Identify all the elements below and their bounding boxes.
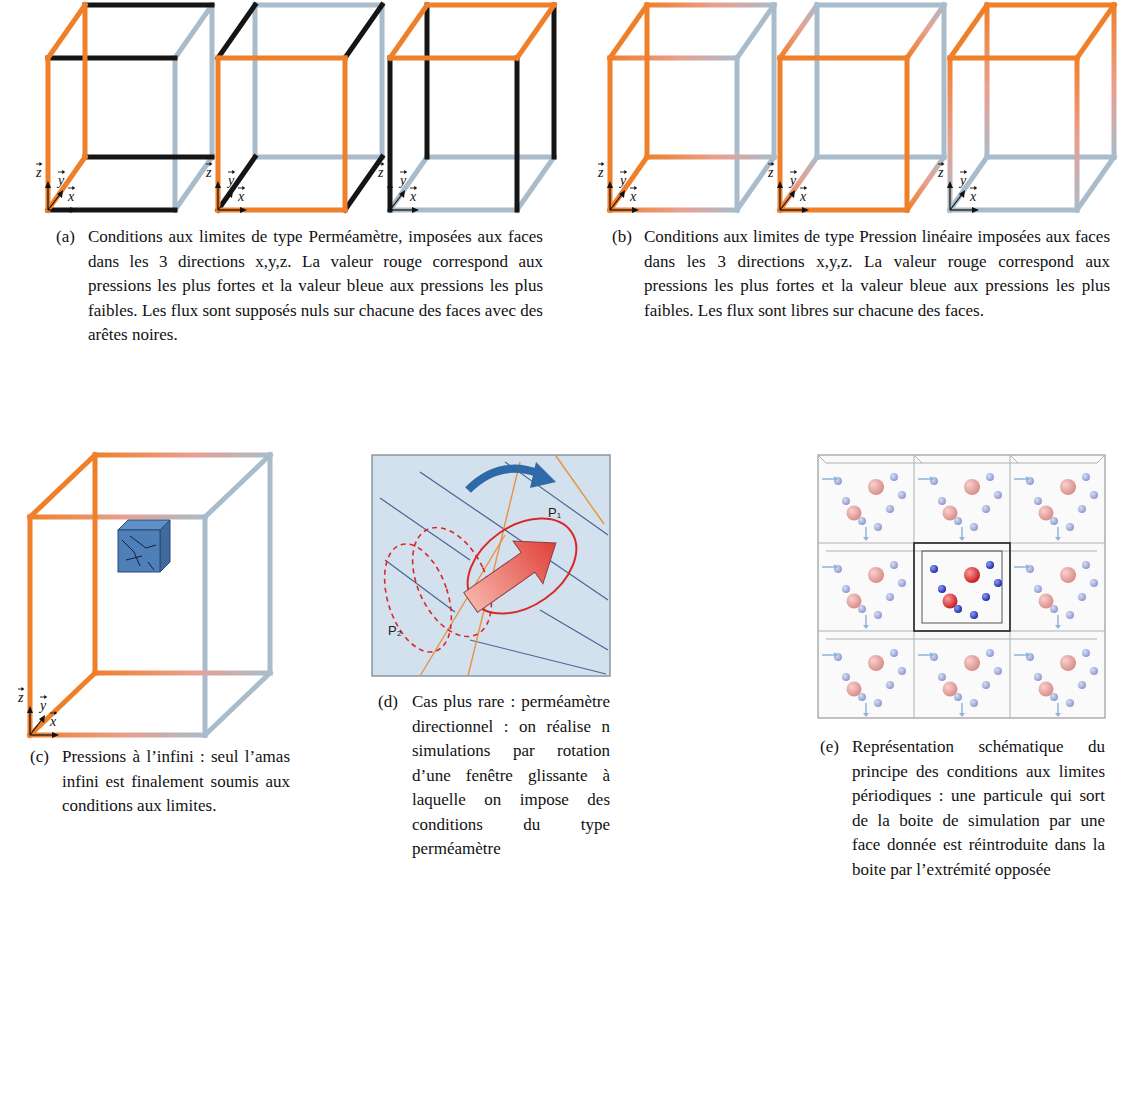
axis-label: x [238,190,244,204]
axis-label: x [800,190,806,204]
subfigure-caption: Cas plus rare : perméamètre directionnel… [412,690,610,862]
subfigure-tag: (a) [56,225,75,250]
axis-label: x [970,190,976,204]
axis-label: z [938,166,943,180]
axis-label: y [40,699,46,713]
axis-label: z [206,166,211,180]
subfigure-caption: Représentation schématique du principe d… [852,735,1105,882]
axis-label: y [400,174,406,188]
boundary-cube [390,5,554,210]
axis-label: y [960,174,966,188]
boundary-cube [610,5,774,210]
axis-label: z [768,166,773,180]
directional-permeameter [372,455,610,676]
subfigure-tag: (e) [820,735,839,760]
subfigure-caption: Conditions aux limites de type Pression … [644,225,1110,323]
axis-label: z [18,691,23,705]
axis-label: z [598,166,603,180]
axis-label: x [50,715,56,729]
subfigure-caption: Pressions à l’infini : seul l’amas infin… [62,745,290,819]
axis-label: x [630,190,636,204]
boundary-cube [48,5,212,210]
boundary-cube [950,5,1114,210]
point-label: P₁ [548,506,561,519]
boundary-cube [218,5,382,210]
boundary-cube [780,5,944,210]
subfigure-tag: (b) [612,225,632,250]
boundary-cube [30,455,270,735]
periodic-box-grid [818,455,1105,718]
axis-label: y [58,174,64,188]
axis-label: y [620,174,626,188]
subfigure-tag: (d) [378,690,398,715]
point-label: P₂ [388,624,402,637]
axis-label: z [36,166,41,180]
axis-label: z [378,166,383,180]
axis-label: y [228,174,234,188]
axis-label: y [790,174,796,188]
axis-label: x [68,190,74,204]
subfigure-tag: (c) [30,745,49,770]
fractured-block [118,520,170,572]
subfigure-caption: Conditions aux limites de type Perméamèt… [88,225,543,348]
axis-label: x [410,190,416,204]
